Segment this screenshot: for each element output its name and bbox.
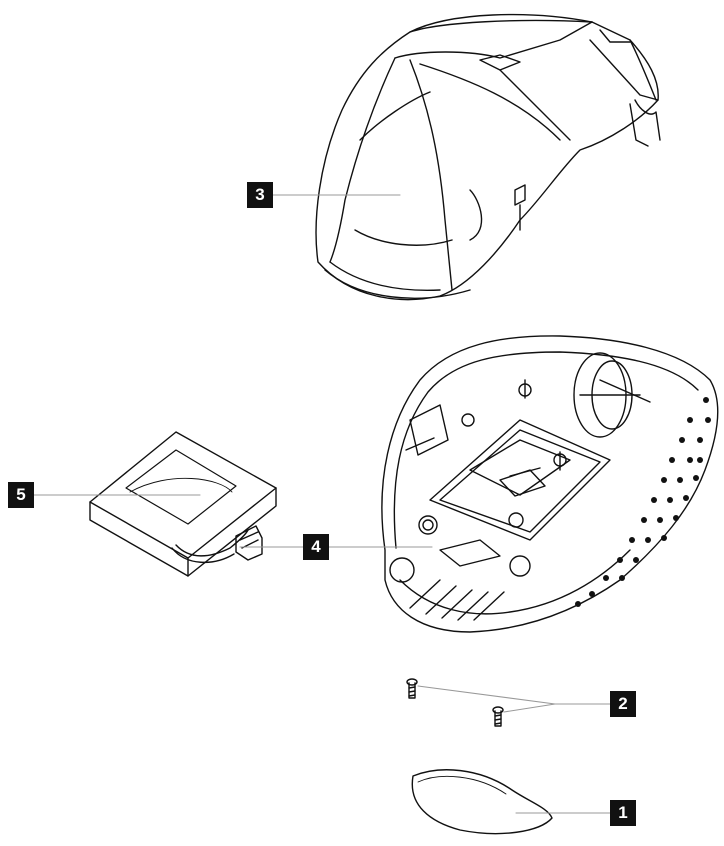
leader-2b [503,703,556,713]
mouse-feet-part [411,769,553,835]
callout-5: 5 [8,482,34,508]
callout-3: 3 [247,182,273,208]
screw-a [406,678,418,699]
screw-b [492,706,504,727]
callout-4: 4 [303,534,329,560]
callout-2: 2 [610,691,636,717]
top-shell-part [315,13,661,301]
battery-part [89,431,277,577]
base-housing-part [381,335,719,633]
leader-lines [33,194,611,814]
honeycomb-holes [575,397,711,607]
screws-part [406,678,504,727]
callout-1: 1 [610,800,636,826]
leader-2a [417,685,556,705]
